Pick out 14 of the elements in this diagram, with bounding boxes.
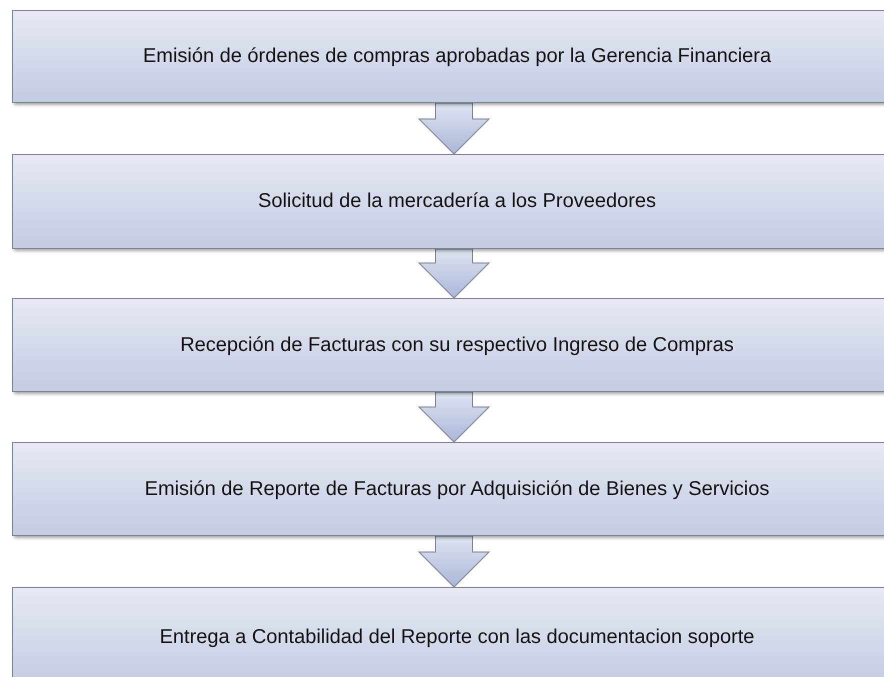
process-box — [12, 587, 884, 677]
process-box — [12, 298, 884, 392]
process-box — [12, 154, 884, 249]
step-text: Solicitud de la mercadería a los Proveedores — [257, 190, 657, 213]
process-box — [12, 10, 884, 103]
block-arrow — [418, 102, 490, 155]
block-arrow — [418, 392, 490, 443]
step-text: Emisión de Reporte de Facturas por Adquisición de Bienes y Servicios — [144, 478, 770, 500]
block-arrow — [418, 248, 490, 299]
step-text: Emisión de órdenes de compras aprobadas por la Gerencia Financiera — [142, 45, 772, 68]
block-arrow — [418, 536, 490, 588]
process-box — [12, 442, 884, 536]
step-text: Recepción de Facturas con su respectivo Ingreso de Compras — [179, 334, 735, 356]
step-text: Entrega a Contabilidad del Reporte con las documentacion soporte — [158, 626, 756, 648]
